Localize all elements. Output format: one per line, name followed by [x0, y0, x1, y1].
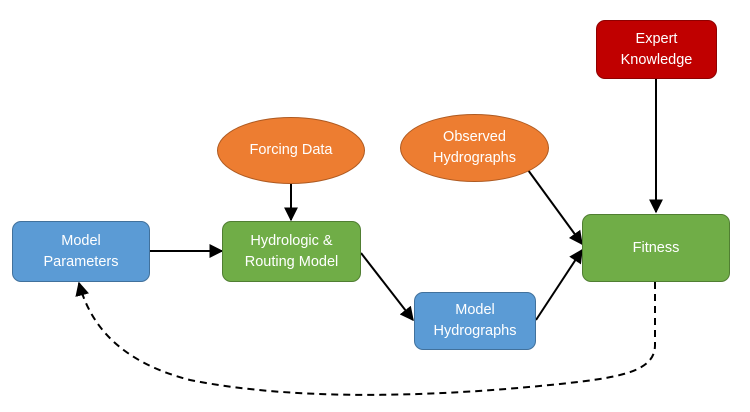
model-hydrographs-box: Model Hydrographs [414, 292, 536, 350]
arrow-model-to-hydrographs [360, 252, 414, 322]
hydrologic-routing-model-box: Hydrologic & Routing Model [222, 221, 361, 282]
fitness-box: Fitness [582, 214, 730, 282]
observed-hydrographs-ellipse: Observed Hydrographs [400, 114, 549, 182]
feedback-arrow-fitness-to-parameters [75, 281, 656, 396]
arrow-hydrographs-to-fitness [535, 248, 583, 321]
arrow-observed-to-fitness [527, 169, 583, 246]
expert-knowledge-box: Expert Knowledge [596, 20, 717, 79]
model-parameters-box: Model Parameters [12, 221, 150, 282]
forcing-data-ellipse: Forcing Data [217, 117, 365, 184]
